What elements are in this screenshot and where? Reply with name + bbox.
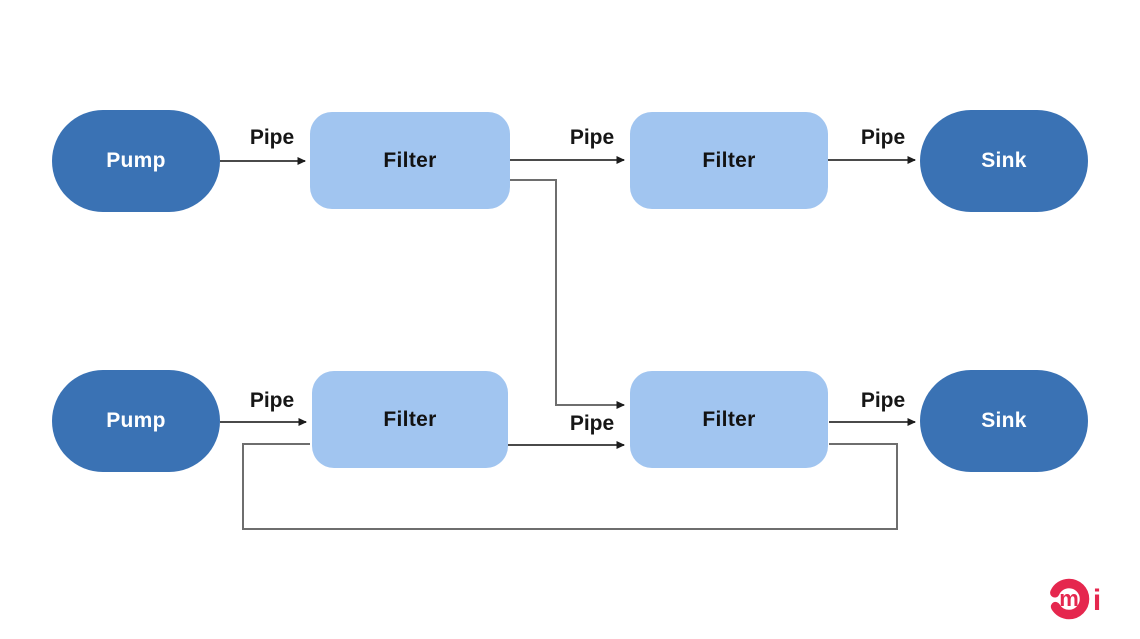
edge-feedback-loop (242, 443, 898, 530)
node-label: Pump (106, 409, 166, 432)
logo-letter-m: m (1059, 586, 1079, 611)
node-label: Filter (702, 407, 756, 431)
pipe-label-bottom-1: Pipe (249, 389, 295, 412)
node-label: Filter (383, 407, 437, 431)
pipe-label-top-2: Pipe (569, 126, 615, 149)
pipe-label-top-3: Pipe (860, 126, 906, 149)
pipe-label-bottom-2: Pipe (569, 412, 615, 435)
pipe-label-top-1: Pipe (249, 126, 295, 149)
node-filter-bottom-2: Filter (630, 371, 828, 468)
logo-letter-i: i (1093, 584, 1101, 617)
edge-filter-top-1-to-filter-bottom-2 (510, 179, 625, 409)
node-filter-top-2: Filter (630, 112, 828, 209)
node-sink-bottom: Sink (920, 370, 1088, 472)
node-label: Pump (106, 149, 166, 172)
node-label: Sink (981, 409, 1027, 432)
node-filter-top-1: Filter (310, 112, 510, 209)
node-pump-bottom: Pump (52, 370, 220, 472)
node-label: Sink (981, 149, 1027, 172)
node-label: Filter (702, 148, 756, 172)
logo-c-ring (1048, 578, 1090, 620)
cmi-logo: m i (1048, 578, 1101, 620)
node-pump-top: Pump (52, 110, 220, 212)
pipe-label-bottom-3: Pipe (860, 389, 906, 412)
node-filter-bottom-1: Filter (312, 371, 508, 468)
node-label: Filter (383, 148, 437, 172)
node-sink-top: Sink (920, 110, 1088, 212)
